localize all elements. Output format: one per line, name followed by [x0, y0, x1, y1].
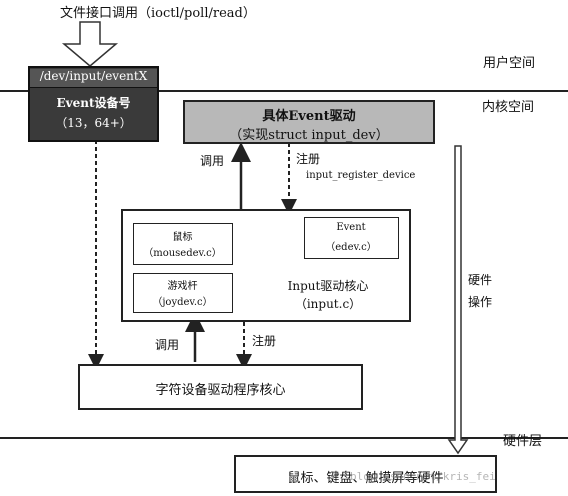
- edev-handler-box: Event （edev.c）: [304, 217, 399, 259]
- joydev-handler-box: 游戏杆 （joydev.c）: [133, 273, 233, 313]
- specific-event-driver-box: 具体Event驱动 （实现struct input_dev）: [183, 100, 435, 144]
- mousedev-file: （mousedev.c）: [143, 248, 222, 259]
- input-core-title: Input驱动核心: [287, 279, 369, 293]
- edev-name: Event: [336, 222, 366, 233]
- watermark-text: blog.csdn.net/kris_fei: [350, 470, 496, 483]
- user-space-label: 用户空间: [483, 56, 536, 71]
- file-interface-call-label: 文件接口调用（ioctl/poll/read）: [60, 6, 256, 21]
- hollow-down-arrow-icon: [61, 21, 119, 67]
- hardware-layer-label: 硬件层: [503, 434, 543, 449]
- hardware-operation-arrow-icon: [447, 145, 469, 455]
- event-device-number-label: Event设备号: [56, 96, 131, 110]
- hardware-devices-box: 鼠标、键盘、触摸屏等硬件: [234, 455, 497, 493]
- kernel-hardware-divider: [0, 437, 568, 439]
- register-label-upper: 注册: [296, 152, 321, 166]
- mousedev-name: 鼠标: [172, 232, 193, 243]
- input-core-file: （input.c）: [294, 297, 362, 311]
- driver-title: 具体Event驱动: [262, 109, 356, 124]
- event-device-number-value: （13，64+）: [55, 116, 132, 130]
- call-label-lower: 调用: [155, 338, 180, 352]
- char-device-core-label: 字符设备驱动程序核心: [155, 383, 286, 398]
- call-label-upper: 调用: [200, 154, 225, 168]
- input-driver-core-box: 鼠标 （mousedev.c） Event （edev.c） 游戏杆 （joyd…: [121, 209, 411, 322]
- joydev-file: （joydev.c）: [152, 297, 213, 308]
- driver-subtitle: （实现struct input_dev）: [229, 128, 389, 143]
- hardware-operation-label-2: 操作: [468, 295, 493, 309]
- char-device-core-box: 字符设备驱动程序核心: [78, 364, 363, 410]
- joydev-name: 游戏杆: [167, 281, 198, 292]
- hardware-operation-label-1: 硬件: [468, 273, 493, 287]
- user-kernel-divider: [0, 90, 568, 92]
- register-label-lower: 注册: [252, 334, 277, 348]
- input-register-device-label: input_register_device: [306, 170, 416, 181]
- kernel-space-label: 内核空间: [482, 100, 535, 115]
- hardware-devices-label: 鼠标、键盘、触摸屏等硬件: [287, 471, 444, 486]
- mousedev-handler-box: 鼠标 （mousedev.c）: [133, 223, 233, 265]
- event-device-node-box: /dev/input/eventX Event设备号 （13，64+）: [28, 66, 159, 142]
- edev-file: （edev.c）: [325, 242, 377, 253]
- device-path: /dev/input/eventX: [30, 69, 157, 88]
